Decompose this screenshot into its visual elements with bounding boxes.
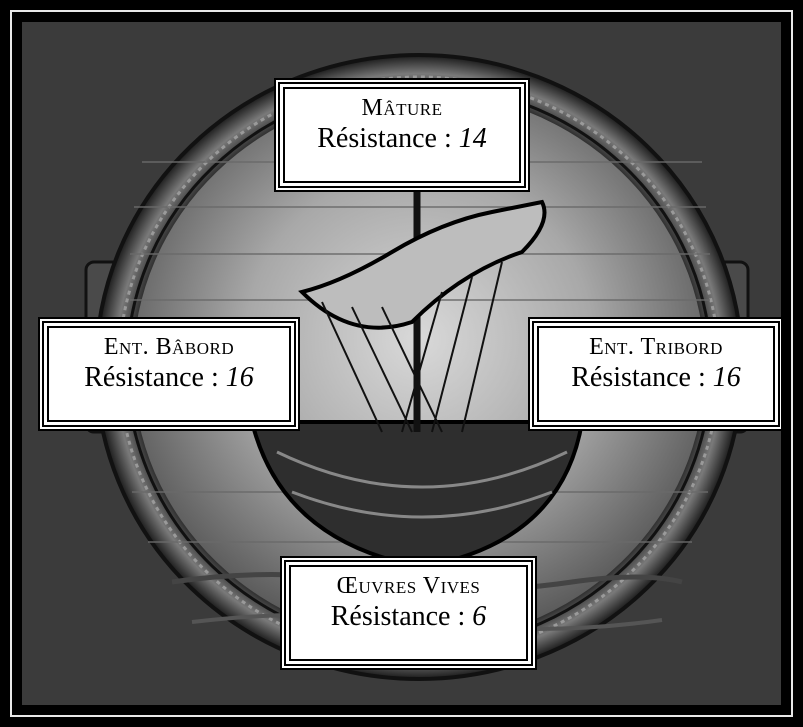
label-tribord: Ent. Tribord Résistance : 16 [532, 321, 780, 427]
inner-border: Mâture Résistance : 14 Ent. Bâbord Résis… [10, 10, 793, 717]
label-oeuvres-vives-resistance: Résistance : 6 [286, 600, 531, 633]
label-babord-resistance: Résistance : 16 [44, 361, 294, 394]
label-tribord-title: Ent. Tribord [534, 333, 778, 361]
label-babord-title: Ent. Bâbord [44, 333, 294, 361]
label-babord: Ent. Bâbord Résistance : 16 [42, 321, 296, 427]
label-tribord-resistance: Résistance : 16 [534, 361, 778, 394]
label-babord-value: 16 [226, 362, 254, 393]
label-mature-value: 14 [459, 123, 487, 154]
label-oeuvres-vives-title: Œuvres Vives [286, 572, 531, 600]
diagram-panel: Mâture Résistance : 14 Ent. Bâbord Résis… [22, 22, 781, 705]
label-mature-resistance: Résistance : 14 [280, 122, 524, 155]
label-tribord-value: 16 [713, 362, 741, 393]
label-oeuvres-vives-value: 6 [472, 601, 486, 632]
label-oeuvres-vives: Œuvres Vives Résistance : 6 [284, 560, 533, 666]
label-mature: Mâture Résistance : 14 [278, 82, 526, 188]
label-mature-title: Mâture [280, 94, 524, 122]
